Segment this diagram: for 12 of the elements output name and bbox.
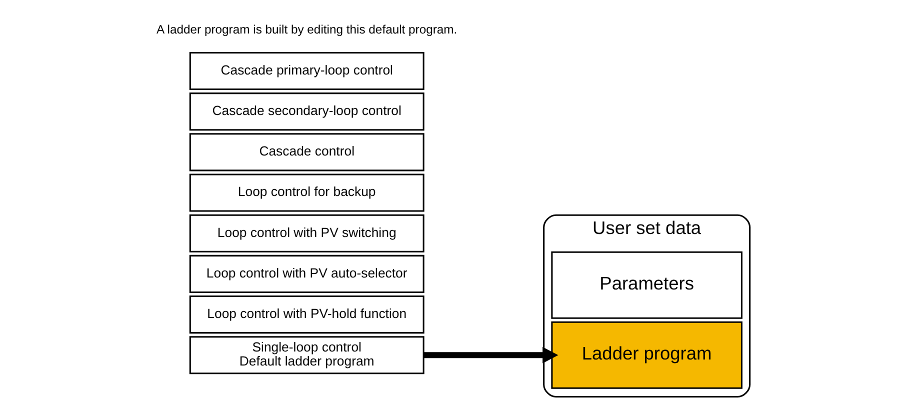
node-box: Loop control with PV-hold function: [189, 296, 424, 334]
label: A ladder program is built by editing this default program.: [156, 22, 458, 37]
node-box: Parameters: [551, 251, 742, 319]
node-box: Cascade secondary-loop control: [189, 92, 424, 131]
node-box: Loop control with PV auto-selector: [189, 254, 424, 293]
node-box: Cascade control: [189, 133, 424, 172]
arrow: [424, 346, 558, 364]
node-box: Ladder program: [551, 321, 742, 389]
node-box: Loop control for backup: [189, 174, 424, 212]
node-box: Single-loop control Default ladder program: [189, 336, 424, 374]
node-box: Cascade primary-loop control: [189, 52, 424, 90]
node-box: Loop control with PV switching: [189, 214, 424, 252]
